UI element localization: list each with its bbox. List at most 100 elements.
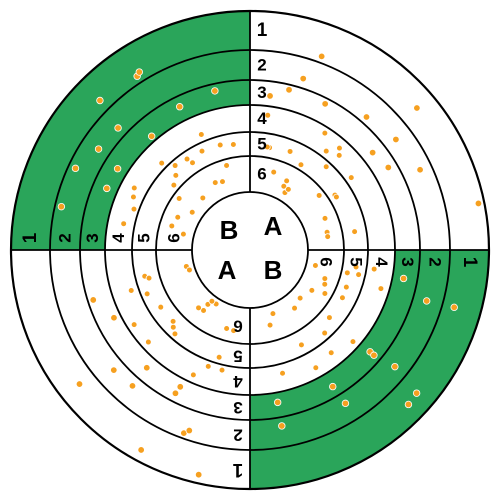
dot (322, 147, 330, 155)
dot (174, 213, 182, 221)
dot (137, 446, 145, 454)
dot (198, 131, 205, 138)
dot (264, 112, 272, 119)
dot (291, 304, 298, 312)
dot (145, 274, 153, 282)
dot (422, 297, 431, 305)
dot (113, 165, 122, 173)
dot (308, 287, 316, 294)
dot (347, 174, 355, 181)
dot (94, 145, 103, 153)
ring-number-label: 3 (398, 257, 417, 266)
dot (317, 52, 326, 61)
dot (391, 362, 399, 371)
ring-number-label: 6 (257, 165, 266, 184)
dot (312, 364, 320, 372)
dot (413, 104, 421, 112)
ring-number-label: 2 (56, 233, 75, 242)
dot (71, 164, 80, 173)
ring-number-label: 3 (257, 83, 266, 102)
dot (143, 290, 151, 298)
ring-circle (191, 191, 309, 309)
dot (127, 287, 135, 294)
ring-number-label: 2 (426, 257, 445, 266)
dot (145, 338, 152, 346)
dot (180, 230, 187, 238)
ring-number-label: 4 (372, 257, 391, 267)
dot (412, 389, 421, 397)
dot (321, 329, 328, 337)
dot (89, 296, 97, 304)
dot (377, 285, 385, 292)
dot (321, 275, 329, 282)
dot (171, 162, 179, 169)
ring-number-label: 1 (257, 20, 268, 41)
dot (208, 297, 216, 305)
dot (176, 383, 184, 391)
dot (175, 195, 183, 202)
dot (171, 389, 180, 397)
dot-layer (57, 52, 483, 479)
dot (264, 143, 271, 151)
center-label-top-left: B (220, 215, 239, 245)
dot (349, 338, 357, 345)
ring-number-label: 1 (459, 257, 480, 268)
dot (186, 266, 193, 274)
dot (188, 208, 196, 216)
dot (285, 186, 292, 193)
green-region-bottom-right (250, 250, 489, 489)
dot (130, 321, 138, 328)
dot (157, 303, 165, 311)
dot (351, 228, 358, 235)
dot (110, 314, 118, 322)
center-label-bottom-right: B (264, 255, 283, 285)
dot (279, 369, 286, 377)
ring-lines (9, 9, 491, 491)
dot (223, 162, 230, 169)
dot (324, 233, 331, 240)
dot (211, 87, 219, 95)
dot (185, 426, 193, 435)
dot (200, 307, 207, 314)
ring-number-label: 5 (347, 257, 366, 266)
dot (266, 321, 274, 329)
dot (474, 199, 483, 208)
dot (172, 172, 180, 179)
dot (158, 159, 166, 167)
ring-number-label: 2 (233, 426, 242, 445)
ring-number-label: 6 (233, 317, 242, 336)
dot (450, 303, 458, 312)
dot (223, 325, 230, 332)
dot (135, 68, 143, 76)
dot (326, 314, 333, 321)
dot (218, 366, 226, 374)
dot (370, 351, 378, 359)
dot (269, 310, 277, 317)
dot (341, 399, 350, 408)
dot (204, 363, 212, 370)
dot (327, 349, 335, 357)
dot (103, 184, 111, 193)
dot (211, 179, 219, 186)
dot (147, 132, 156, 140)
dot (169, 318, 177, 325)
dot (195, 304, 202, 312)
dot (230, 327, 237, 334)
dot (57, 202, 66, 211)
dot (183, 155, 191, 163)
dot (335, 152, 343, 159)
dot (336, 144, 343, 152)
dot (270, 168, 278, 176)
dot (128, 382, 137, 390)
dot (312, 262, 319, 269)
dot (230, 141, 237, 148)
dot (130, 193, 137, 201)
dot (283, 177, 290, 185)
center-label-top-right: A (264, 211, 283, 241)
ring-number-label: 3 (233, 398, 242, 417)
dot (315, 192, 323, 199)
dot (343, 283, 350, 291)
ring-number-label: 5 (233, 347, 242, 366)
dot (299, 74, 307, 83)
